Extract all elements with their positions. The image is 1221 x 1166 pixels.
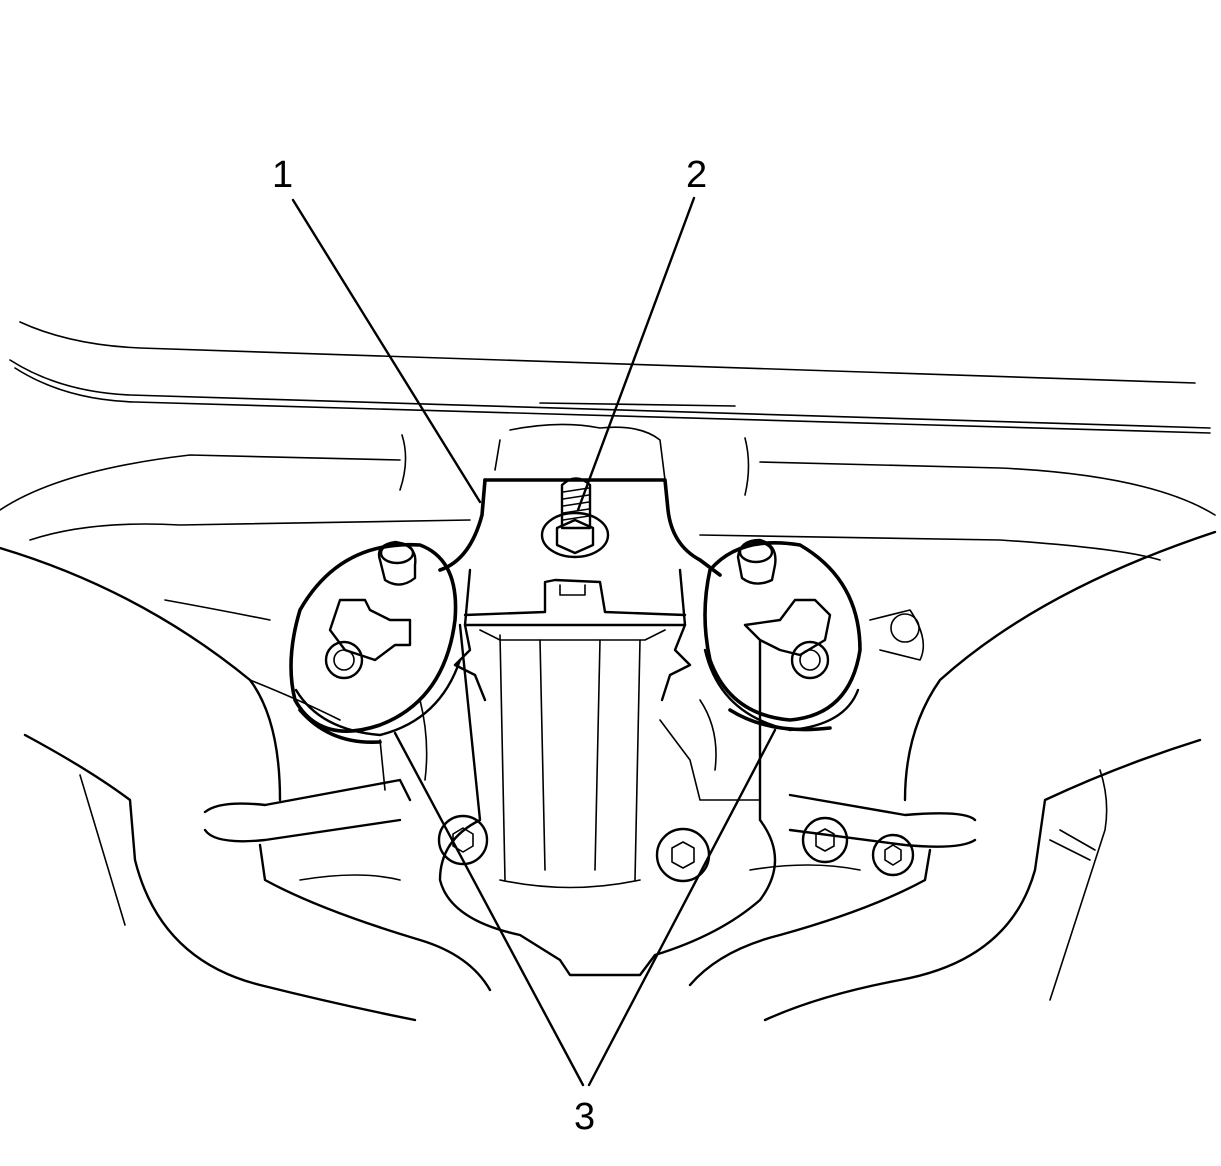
bolt-icon (437, 814, 489, 866)
underbody-panel (0, 321, 1216, 561)
stud-nut (540, 477, 610, 559)
callout-1: 1 (272, 154, 294, 196)
leader-line-2 (576, 196, 696, 512)
leader-lines (291, 196, 777, 1087)
right-rubber-insulator (703, 538, 862, 732)
leader-line-1 (291, 198, 482, 504)
bolt-icon (801, 816, 849, 864)
left-rubber-insulator (289, 540, 462, 745)
right-frame (688, 530, 1217, 1022)
housing-bolts (437, 814, 915, 883)
leader-line-3a (393, 731, 585, 1087)
transmission-housing (299, 623, 861, 977)
callout-2: 2 (686, 154, 708, 196)
bolt-icon (871, 833, 915, 877)
leader-line-3b (587, 728, 777, 1087)
callout-3: 3 (574, 1096, 596, 1138)
left-frame (0, 546, 492, 1022)
